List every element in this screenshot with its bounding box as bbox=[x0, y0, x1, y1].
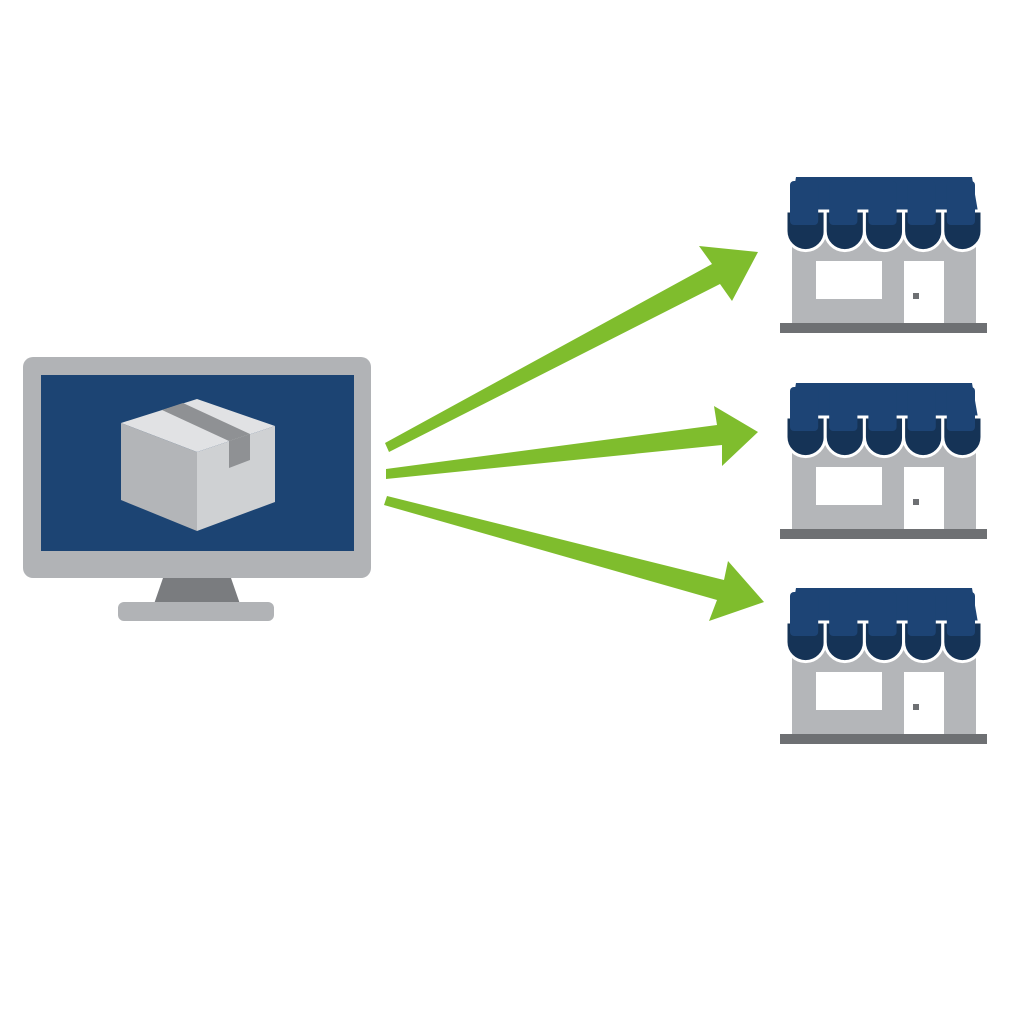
store-window bbox=[816, 672, 882, 710]
awning-stripe bbox=[829, 181, 858, 225]
arrow-to-store-2 bbox=[386, 406, 758, 479]
store-base bbox=[780, 323, 987, 333]
arrow-to-store-3 bbox=[384, 496, 764, 621]
box-tape-side bbox=[229, 434, 250, 468]
box-right-face bbox=[197, 426, 275, 531]
door-knob bbox=[913, 704, 919, 710]
store-window bbox=[816, 261, 882, 299]
door-knob bbox=[913, 499, 919, 505]
box-tape-top bbox=[162, 403, 250, 441]
store-2 bbox=[780, 383, 987, 539]
awning-stripe bbox=[790, 387, 819, 431]
door-knob bbox=[913, 293, 919, 299]
store-base bbox=[780, 734, 987, 744]
awning-stripe bbox=[868, 592, 897, 636]
awning-stripe bbox=[829, 387, 858, 431]
store-1 bbox=[780, 177, 987, 333]
package-box-icon bbox=[121, 399, 275, 531]
awning-stripe bbox=[907, 387, 936, 431]
computer-monitor-icon bbox=[23, 357, 371, 621]
store-3 bbox=[780, 588, 987, 744]
monitor-base bbox=[118, 602, 274, 621]
store-base bbox=[780, 529, 987, 539]
awning-stripe bbox=[946, 592, 975, 636]
awning-stripe bbox=[907, 181, 936, 225]
awning-stripe bbox=[868, 181, 897, 225]
store-door bbox=[904, 467, 944, 529]
awning-stripe bbox=[790, 592, 819, 636]
monitor-stand bbox=[154, 578, 240, 604]
store-window bbox=[816, 467, 882, 505]
awning-stripe bbox=[868, 387, 897, 431]
awning-stripe bbox=[829, 592, 858, 636]
awning-stripe bbox=[907, 592, 936, 636]
store-door bbox=[904, 672, 944, 734]
box-left-face bbox=[121, 423, 197, 531]
awning-stripe bbox=[790, 181, 819, 225]
awning-stripe bbox=[946, 181, 975, 225]
arrow-to-store-1 bbox=[385, 246, 758, 452]
store-door bbox=[904, 261, 944, 323]
distribution-arrows bbox=[384, 246, 764, 621]
awning-stripe bbox=[946, 387, 975, 431]
